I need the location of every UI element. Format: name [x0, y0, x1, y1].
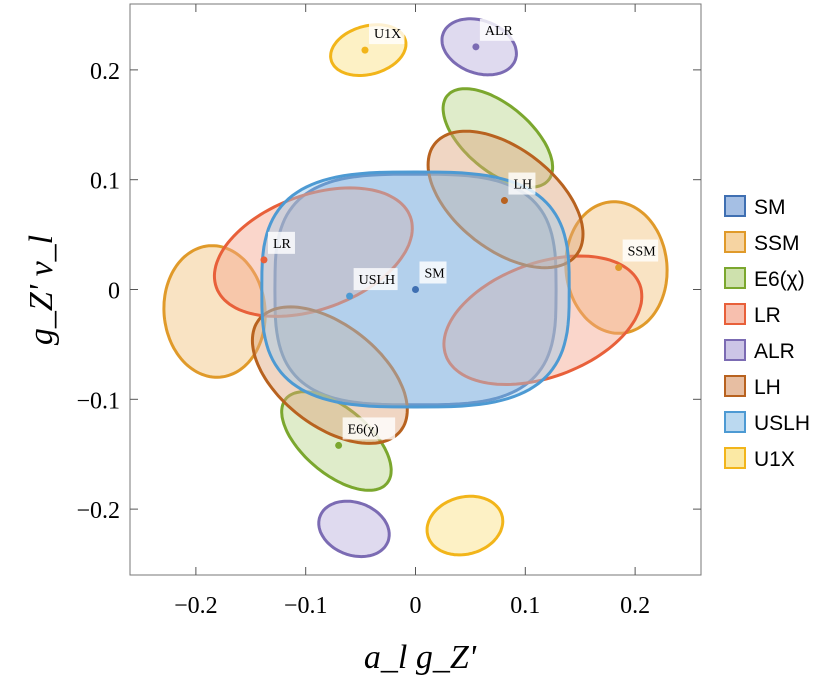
point-label-text: SSM — [628, 245, 657, 260]
points — [260, 43, 623, 449]
x-axis-title-text: a_l g_Z' — [364, 639, 477, 676]
y-tick-label: 0.2 — [90, 59, 120, 85]
region-u1x-2 — [425, 494, 505, 557]
legend-item: E6(χ) — [724, 267, 805, 291]
legend-swatch — [724, 195, 746, 217]
y-tick-label: 0.1 — [90, 169, 120, 195]
legend-label: LH — [754, 376, 781, 399]
point-label-text: E6(χ) — [348, 422, 379, 437]
legend-label: SSM — [754, 232, 800, 255]
point-ssm — [615, 264, 623, 272]
point-u1x — [361, 46, 369, 54]
point-e6 — [335, 441, 343, 449]
point-lh — [500, 197, 508, 205]
point-label-uslh: USLH — [353, 268, 398, 291]
region-alr-2 — [317, 499, 391, 559]
point-label-e6: E6(χ) — [342, 417, 396, 440]
y-tick-label: −0.1 — [76, 388, 120, 414]
point-label-u1x: U1X — [368, 22, 405, 45]
point-label-lr: LR — [267, 231, 295, 254]
point-sm — [412, 286, 419, 293]
point-label-bg — [368, 22, 405, 45]
legend-item: USLH — [724, 411, 810, 435]
legend-item: SM — [724, 195, 786, 219]
x-tick-label: 0 — [410, 593, 422, 619]
legend-item: ALR — [724, 339, 795, 363]
y-tick-label: 0 — [108, 279, 120, 305]
legend-label: USLH — [754, 412, 810, 435]
region-lh-2 — [250, 305, 409, 445]
point-label-text: U1X — [374, 27, 401, 42]
point-label-bg — [267, 231, 295, 254]
legend-swatch — [724, 267, 746, 289]
legend-swatch — [724, 231, 746, 253]
point-label-text: LR — [273, 237, 292, 252]
point-label-text: ALR — [485, 24, 514, 39]
ticks: −0.2 −0.1 0 0.1 0.2 −0.2 −0.1 0 0.1 0.2 — [76, 4, 701, 619]
legend-item: SSM — [724, 231, 800, 255]
legend-item: LR — [724, 303, 781, 327]
legend-item: U1X — [724, 447, 795, 471]
legend: SM SSM E6(χ) LR ALR LH USLH U1X — [724, 195, 810, 471]
legend-swatch — [724, 447, 746, 469]
point-label-lh: LH — [508, 172, 536, 195]
point-label-alr: ALR — [479, 18, 516, 41]
legend-label: LR — [754, 304, 781, 327]
y-axis-title-text: g_Z' v_l — [23, 235, 60, 345]
y-tick-label: −0.2 — [76, 498, 120, 524]
x-tick-label: 0.1 — [510, 593, 540, 619]
region-e6-1 — [280, 390, 393, 492]
point-uslh — [346, 292, 354, 300]
point-label-text: SM — [425, 267, 446, 282]
point-label-text: USLH — [359, 273, 396, 288]
point-label-sm: SM — [419, 261, 447, 284]
y-axis-title: g_Z' v_l — [23, 235, 60, 345]
legend-item: LH — [724, 375, 781, 399]
legend-swatch — [724, 411, 746, 433]
point-label-bg — [508, 172, 536, 195]
legend-label: E6(χ) — [754, 268, 805, 291]
legend-swatch — [724, 303, 746, 325]
point-alr — [472, 43, 480, 51]
legend-label: SM — [754, 196, 786, 219]
point-label-ssm: SSM — [622, 239, 659, 262]
x-tick-label: −0.2 — [174, 593, 218, 619]
x-tick-label: −0.1 — [284, 593, 328, 619]
point-label-bg — [353, 268, 398, 291]
legend-swatch — [724, 375, 746, 397]
point-labels: SM SSM E6(χ) LR ALR LH USLH U1X — [267, 18, 659, 440]
legend-swatch — [724, 339, 746, 361]
region-ssm-2 — [162, 244, 267, 379]
x-axis-title: a_l g_Z' — [364, 639, 477, 676]
x-tick-label: 0.2 — [620, 593, 650, 619]
point-lr — [260, 256, 268, 264]
legend-label: ALR — [754, 340, 795, 363]
point-label-bg — [622, 239, 659, 262]
point-label-bg — [342, 417, 396, 440]
point-label-text: LH — [513, 178, 532, 193]
legend-label: U1X — [754, 448, 795, 471]
point-label-bg — [479, 18, 516, 41]
point-label-bg — [419, 261, 447, 284]
